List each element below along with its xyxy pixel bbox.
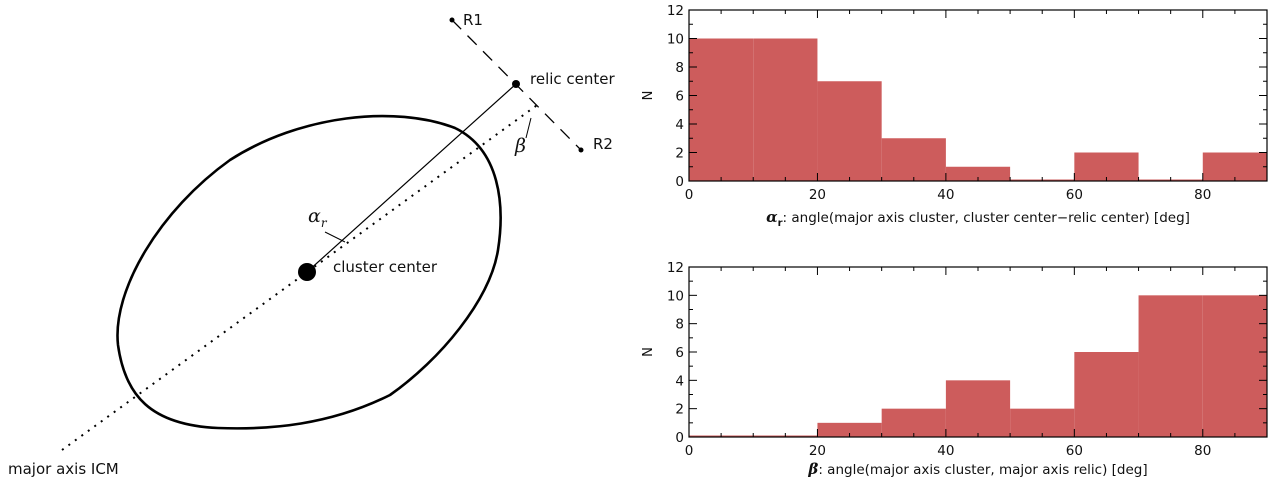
x-tick-label: 0 (685, 187, 694, 203)
relic-center-point (512, 80, 520, 88)
histogram-bar (1202, 152, 1267, 181)
y-tick-label: 6 (675, 345, 684, 361)
r2-point (578, 147, 584, 153)
y-axis-label: N (641, 347, 656, 357)
histogram-alpha: 0 20 40 60 80 0 2 4 6 8 10 12 N αr: angle(major axi… (641, 3, 1268, 229)
y-tick-label: 2 (675, 146, 684, 162)
x-axis-label-text: : angle(major axis cluster, cluster cent… (783, 210, 1190, 226)
label-r1: R1 (463, 11, 483, 29)
alpha-symbol: α (308, 205, 321, 227)
label-alpha-r: αr (308, 205, 328, 230)
y-tick-label: 4 (675, 117, 684, 133)
histogram-bar (817, 422, 882, 437)
histogram-bar (1202, 295, 1267, 437)
histogram-bar (945, 380, 1011, 437)
histogram-bar (1074, 152, 1139, 181)
ticks-group: 0 20 40 60 80 0 2 4 6 8 10 12 (667, 260, 1268, 459)
y-axis-label: N (641, 91, 656, 101)
x-tick-label: 40 (937, 187, 954, 203)
histogram-beta: 0 20 40 60 80 0 2 4 6 8 10 12 N β: angle(major axis… (641, 260, 1268, 478)
y-tick-label: 4 (675, 373, 684, 389)
y-tick-label: 10 (667, 32, 684, 48)
x-tick-label: 0 (685, 443, 694, 459)
y-tick-label: 12 (667, 260, 684, 276)
y-tick-label: 8 (675, 60, 684, 76)
histogram-bar (945, 166, 1011, 181)
schematic-diagram: R1 R2 relic center cluster center major … (8, 11, 616, 478)
center-relic-line (306, 83, 517, 273)
y-tick-label: 0 (675, 174, 684, 190)
x-axis-label: β: angle(major axis cluster, major axis … (807, 460, 1147, 478)
x-axis-label-symbol: α (766, 208, 778, 226)
histogram-bar (881, 138, 946, 181)
histogram-bar (881, 408, 946, 437)
label-cluster-center: cluster center (333, 258, 438, 276)
y-tick-label: 6 (675, 89, 684, 105)
x-tick-label: 60 (1066, 187, 1083, 203)
ticks-group: 0 20 40 60 80 0 2 4 6 8 10 12 (667, 3, 1268, 203)
y-tick-label: 10 (667, 288, 684, 304)
beta-marker (525, 117, 532, 139)
histogram-bar (1138, 295, 1203, 437)
histogram-bar (1010, 408, 1075, 437)
y-tick-label: 0 (675, 430, 684, 446)
x-axis-label-text: : angle(major axis cluster, major axis r… (818, 462, 1147, 478)
label-major-axis: major axis ICM (8, 460, 119, 478)
r1-point (449, 17, 455, 23)
bars-group (689, 295, 1267, 437)
label-beta: β (514, 135, 526, 157)
x-tick-label: 80 (1194, 187, 1211, 203)
cluster-center-point (298, 263, 316, 281)
histogram-bar (1074, 352, 1139, 437)
x-tick-label: 20 (809, 187, 826, 203)
x-tick-label: 60 (1066, 443, 1083, 459)
y-tick-label: 2 (675, 402, 684, 418)
label-r2: R2 (593, 135, 613, 153)
label-relic-center: relic center (530, 70, 616, 88)
y-tick-label: 12 (667, 3, 684, 19)
alpha-marker (324, 231, 346, 243)
histogram-bar (753, 38, 818, 181)
y-tick-label: 8 (675, 317, 684, 333)
bars-group (689, 38, 1267, 181)
x-axis-label: αr: angle(major axis cluster, cluster ce… (766, 208, 1190, 229)
alpha-subscript: r (321, 216, 328, 230)
x-axis-label-subscript: r (778, 218, 783, 229)
x-tick-label: 80 (1194, 443, 1211, 459)
histogram-bar (689, 38, 754, 181)
x-tick-label: 40 (937, 443, 954, 459)
icm-ellipse (116, 114, 502, 430)
x-tick-label: 20 (809, 443, 826, 459)
x-axis-label-symbol: β (807, 460, 818, 478)
histogram-bar (817, 81, 882, 181)
